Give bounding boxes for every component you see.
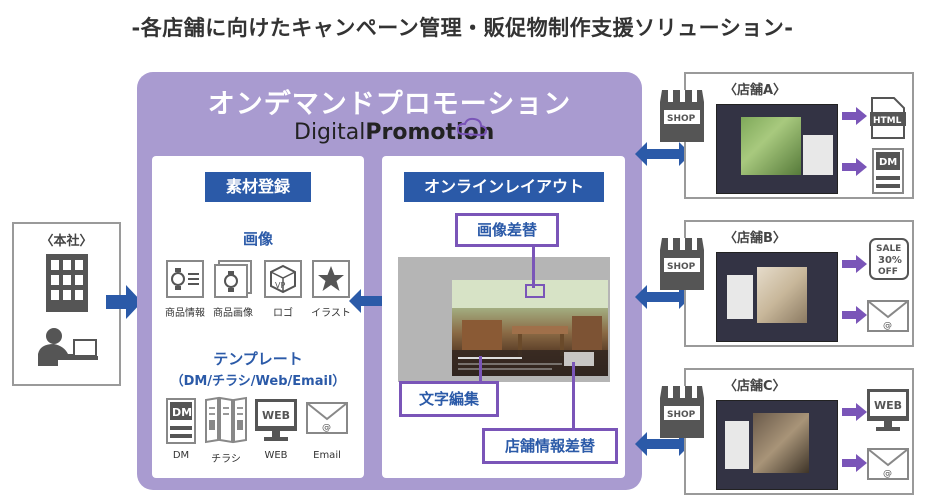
platform-store-a-arrow	[635, 142, 691, 166]
store-label: 〈店舗A〉	[724, 83, 787, 98]
flyer-icon	[204, 396, 248, 448]
html-file-icon: HTML	[870, 97, 906, 139]
web-output-icon: WEB	[867, 389, 909, 431]
output-arrow	[842, 459, 858, 467]
image-item-label: ロゴ	[273, 308, 293, 319]
store-b-screen	[716, 252, 838, 342]
svg-text:DM: DM	[172, 406, 192, 419]
svg-text:VP: VP	[275, 281, 285, 290]
svg-text:@: @	[883, 469, 892, 479]
product-image-icon	[214, 260, 252, 302]
image-callout-line	[532, 244, 535, 288]
svg-text:OFF: OFF	[878, 267, 898, 277]
digital-promotion-logo: DigitalPromotion	[294, 120, 495, 145]
dm-icon: DM	[166, 398, 196, 448]
logo-cube-icon: VP	[264, 260, 302, 302]
svg-text:30%: 30%	[878, 255, 902, 266]
image-callout-target	[525, 284, 545, 298]
template-item-label: WEB	[264, 450, 288, 461]
sale-tag-icon: SALE 30% OFF	[869, 238, 909, 280]
svg-text:SHOP: SHOP	[667, 410, 696, 420]
materials-header: 素材登録	[205, 172, 311, 202]
shop-awning-icon: SHOP	[660, 90, 704, 142]
store-c-box: 〈店舗C〉 SHOP WEB @	[660, 368, 914, 495]
svg-text:HTML: HTML	[873, 116, 902, 126]
store-callout-line	[572, 362, 575, 430]
shop-awning-icon: SHOP	[660, 386, 704, 438]
layout-panel: オンラインレイアウト 画像差替 文字編集 店舗情報差替	[382, 156, 625, 478]
hq-box: 〈本社〉	[12, 222, 121, 386]
shop-awning-icon: SHOP	[660, 238, 704, 290]
text-edit-callout: 文字編集	[399, 381, 499, 417]
platform-store-b-arrow	[635, 285, 691, 309]
template-item-label: DM	[172, 450, 190, 461]
svg-text:DM: DM	[879, 157, 897, 168]
svg-text:WEB: WEB	[874, 399, 902, 412]
email-output-icon: @	[867, 448, 909, 480]
store-label: 〈店舗B〉	[724, 231, 786, 246]
platform-panel: オンデマンドプロモーション DigitalPromotion 素材登録 画像 V…	[137, 72, 642, 490]
hq-label: 〈本社〉	[40, 234, 93, 249]
email-icon: @	[306, 402, 348, 438]
dm-output-icon: DM	[872, 148, 904, 194]
output-arrow	[842, 260, 858, 268]
store-c-screen	[716, 400, 838, 490]
svg-text:SALE: SALE	[876, 244, 901, 254]
materials-panel: 素材登録 画像 VP 商品情報 商品画像 ロゴ イラスト テンプレート （DM/…	[152, 156, 364, 478]
product-info-icon	[166, 260, 204, 302]
illustration-star-icon	[312, 260, 350, 302]
email-output-icon: @	[867, 300, 909, 332]
text-callout-line	[479, 356, 482, 382]
output-arrow	[842, 408, 858, 416]
templates-sub-label: （DM/チラシ/Web/Email）	[170, 374, 346, 389]
platform-title: オンデマンドプロモーション	[207, 89, 572, 120]
svg-text:SHOP: SHOP	[667, 262, 696, 272]
output-arrow	[842, 112, 858, 120]
cloud-icon	[457, 117, 487, 137]
store-b-box: 〈店舗B〉 SHOP SALE 30% OFF @	[660, 220, 914, 347]
templates-label: テンプレート	[213, 350, 303, 368]
building-person-icon	[38, 254, 98, 366]
template-item-label: チラシ	[211, 454, 241, 465]
svg-text:@: @	[322, 423, 331, 433]
platform-store-c-arrow	[635, 432, 691, 456]
svg-text:WEB: WEB	[262, 409, 290, 422]
image-item-label: イラスト	[311, 308, 351, 319]
patio-furniture-image	[452, 280, 608, 376]
store-info-replace-callout: 店舗情報差替	[482, 428, 618, 464]
layout-header: オンラインレイアウト	[404, 172, 604, 202]
svg-text:@: @	[883, 321, 892, 331]
svg-text:SHOP: SHOP	[667, 114, 696, 124]
store-a-box: 〈店舗A〉 SHOP HTML DM	[660, 72, 914, 199]
image-item-label: 商品画像	[213, 308, 253, 319]
page-title: -各店舗に向けたキャンペーン管理・販促物制作支援ソリューション-	[131, 16, 794, 40]
images-label: 画像	[242, 230, 273, 248]
image-replace-callout: 画像差替	[455, 213, 559, 247]
output-arrow	[842, 311, 858, 319]
output-arrow	[842, 163, 858, 171]
web-monitor-icon: WEB	[254, 398, 298, 448]
image-item-label: 商品情報	[165, 308, 205, 319]
template-item-label: Email	[313, 450, 341, 461]
store-label: 〈店舗C〉	[724, 379, 786, 394]
store-a-screen	[716, 104, 838, 194]
hq-to-platform-arrow	[106, 285, 142, 319]
